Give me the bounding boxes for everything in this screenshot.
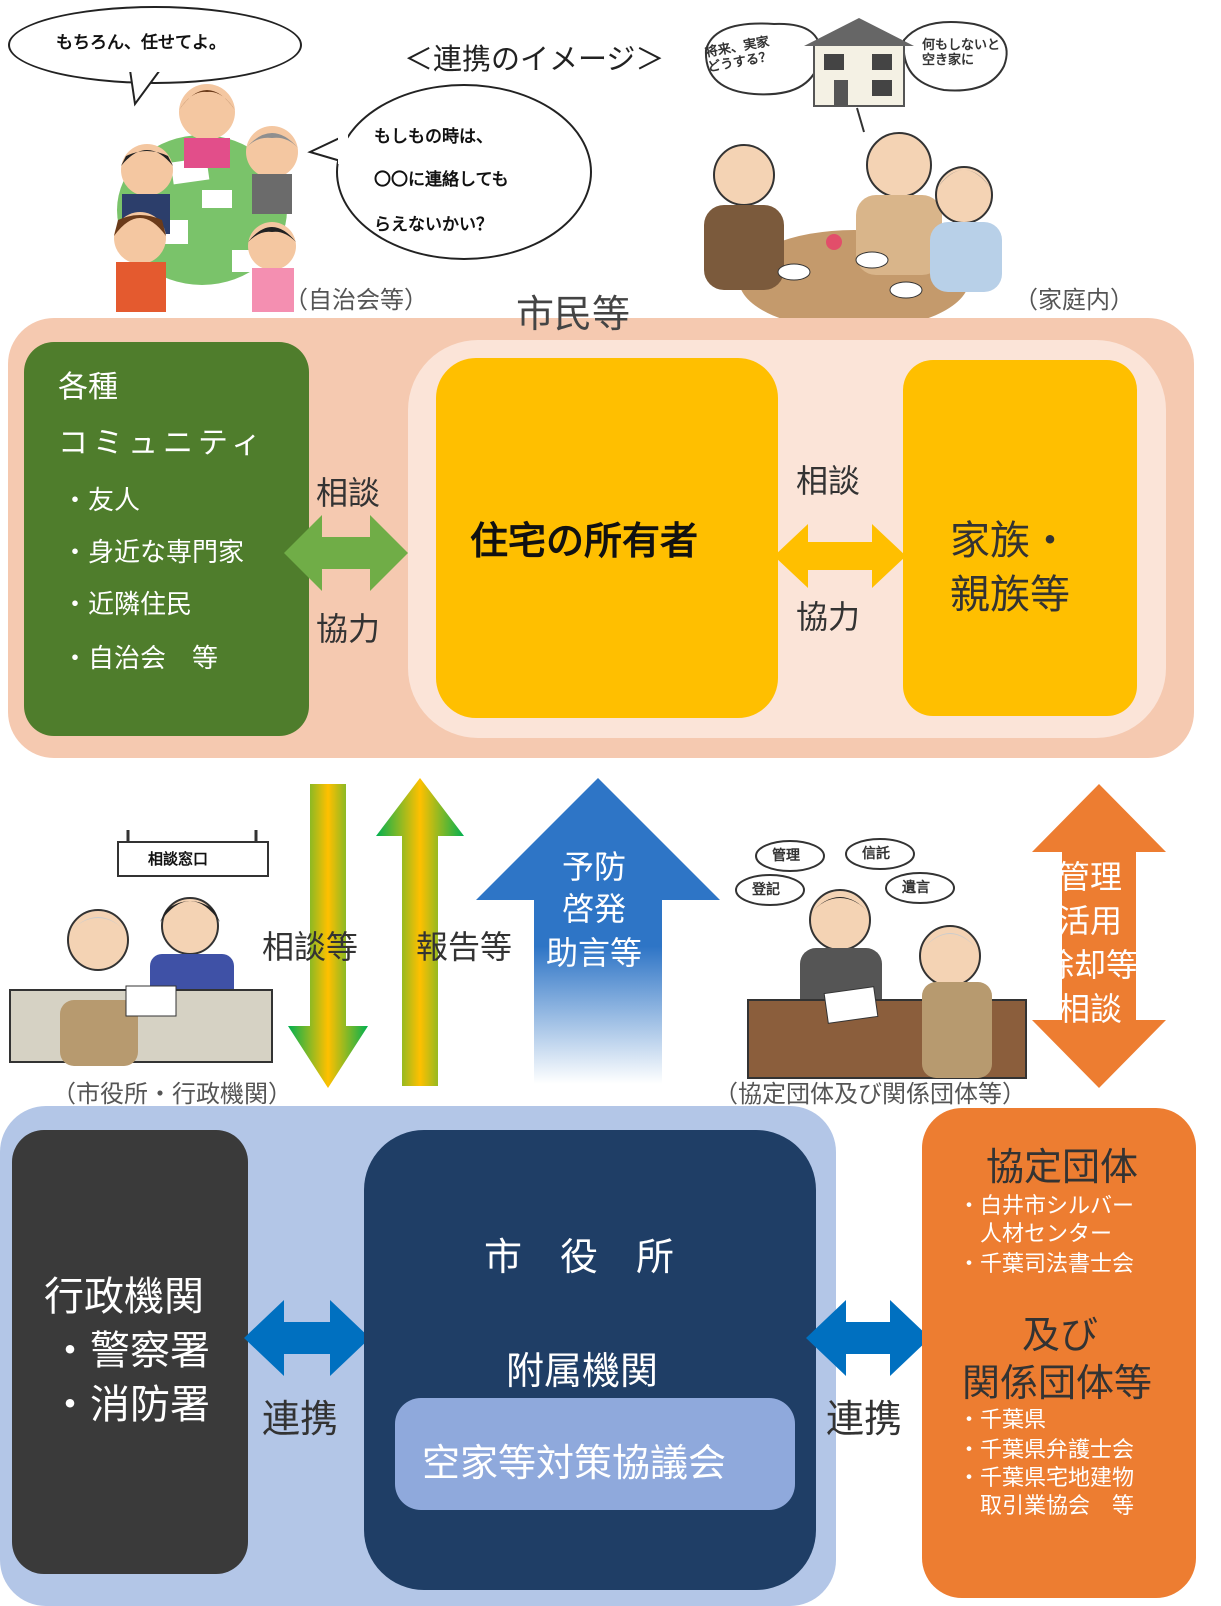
owner-family-double-arrow: [774, 524, 906, 588]
owner-label: 住宅の所有者: [470, 519, 699, 563]
left-link-label: 連携: [262, 1397, 339, 1441]
management-label-line3: 除却等: [1042, 946, 1139, 984]
city-illustration-caption: （市役所・行政機関）: [52, 1080, 292, 1108]
prevention-label-line1: 予防: [562, 848, 627, 886]
left-arrow-top-label: 相談: [316, 474, 381, 512]
speech-bubble-right-line3: らえないかい？: [374, 215, 493, 235]
owner-box: [436, 358, 778, 718]
management-label-line1: 管理: [1058, 858, 1123, 896]
report-up-arrow: [376, 778, 464, 1086]
left-arrow-bottom-label: 協力: [316, 610, 381, 648]
affiliate-label: 附属機関: [506, 1349, 659, 1393]
community-owner-double-arrow: [284, 515, 408, 591]
prevention-up-arrow: [476, 778, 720, 1084]
related-item-realestate-2: 取引業協会 等: [980, 1494, 1135, 1519]
management-double-arrow: [1032, 784, 1166, 1088]
community-title-line2: コミュニティ: [58, 426, 267, 461]
community-item-friend: ・友人: [62, 486, 141, 516]
counter-sign-text: 相談窓口: [148, 850, 209, 868]
admin-item-fire: ・消防署: [50, 1382, 210, 1428]
community-title-line1: 各種: [58, 370, 118, 405]
community-meeting-illustration: [114, 84, 298, 312]
expert-bubble-will: 遺言: [902, 880, 930, 896]
community-illustration-caption: （自治会等）: [284, 286, 428, 314]
family-illustration-caption: （家庭内）: [1014, 286, 1134, 314]
prevention-label-line3: 助言等: [546, 934, 643, 972]
community-item-association: ・自治会 等: [62, 644, 219, 674]
admin-cityhall-link-arrow: [244, 1300, 370, 1376]
speech-bubble-right-line2: 〇〇に連絡しても: [374, 170, 509, 190]
related-item-realestate: ・千葉県宅地建物: [958, 1466, 1135, 1491]
family-label-line1: 家族・: [950, 518, 1070, 564]
house-bubble-right-text: 何もしないと 空き家に: [922, 38, 1000, 68]
residents-label: 市民等: [516, 292, 631, 336]
expert-bubble-registration: 登記: [752, 882, 780, 898]
council-label: 空家等対策協議会: [422, 1441, 727, 1485]
consult-down-arrow: [288, 784, 368, 1088]
administrative-box: [12, 1130, 248, 1574]
expert-bubble-management: 管理: [772, 848, 800, 864]
agreement-item-silver-2: 人材センター: [980, 1222, 1113, 1247]
family-discussion-illustration: [704, 18, 1008, 330]
cityhall-box: [364, 1130, 816, 1590]
diagram-title: ＜連携のイメージ＞: [404, 42, 665, 76]
agreement-expert-illustration: [735, 838, 1027, 1079]
community-item-neighbors: ・近隣住民: [62, 590, 193, 620]
agreement-item-scriveners: ・千葉司法書士会: [958, 1252, 1135, 1277]
agreement-subtitle-line1: 及び: [1022, 1313, 1099, 1357]
council-box: [395, 1398, 795, 1510]
down-arrow-label: 相談等: [262, 928, 359, 966]
speech-bubble-right-tail: [307, 134, 348, 164]
management-label-line2: 活用: [1058, 902, 1123, 940]
family-label-line2: 親族等: [950, 572, 1070, 618]
cityhall-label: 市 役 所: [484, 1235, 675, 1279]
agreement-subtitle-line2: 関係団体等: [962, 1361, 1153, 1405]
up-arrow-label: 報告等: [416, 928, 513, 966]
management-label-line4: 相談: [1058, 990, 1123, 1028]
related-item-lawyers: ・千葉県弁護士会: [958, 1438, 1135, 1463]
related-item-chiba: ・千葉県: [958, 1408, 1047, 1433]
right-link-label: 連携: [826, 1397, 903, 1441]
agreement-box: [922, 1108, 1196, 1598]
family-box: [903, 360, 1137, 716]
city-counter-illustration: [9, 830, 273, 1066]
agreement-illustration-caption: （協定団体及び関係団体等）: [714, 1080, 1026, 1108]
speech-bubble-right-line1: もしもの時は、: [374, 127, 493, 147]
community-box: [24, 342, 309, 736]
right-arrow-top-label: 相談: [796, 462, 861, 500]
prevention-label-line2: 啓発: [562, 890, 627, 928]
admin-title: 行政機関: [44, 1274, 204, 1320]
speech-bubble-right: [336, 84, 592, 260]
admin-item-police: ・警察署: [50, 1328, 210, 1374]
right-arrow-bottom-label: 協力: [796, 598, 861, 636]
speech-bubble-left-tail: [128, 64, 164, 107]
house-bubble-right-label: 何もしないと 空き家に: [922, 38, 1001, 68]
expert-bubble-trust: 信託: [862, 846, 890, 862]
agreement-title: 協定団体: [986, 1145, 1139, 1189]
agreement-item-silver: ・白井市シルバー: [958, 1194, 1135, 1219]
community-item-expert: ・身近な専門家: [62, 538, 245, 568]
cityhall-agreement-link-arrow: [806, 1300, 930, 1376]
speech-bubble-left-text: もちろん、任せてよ。: [56, 33, 226, 53]
